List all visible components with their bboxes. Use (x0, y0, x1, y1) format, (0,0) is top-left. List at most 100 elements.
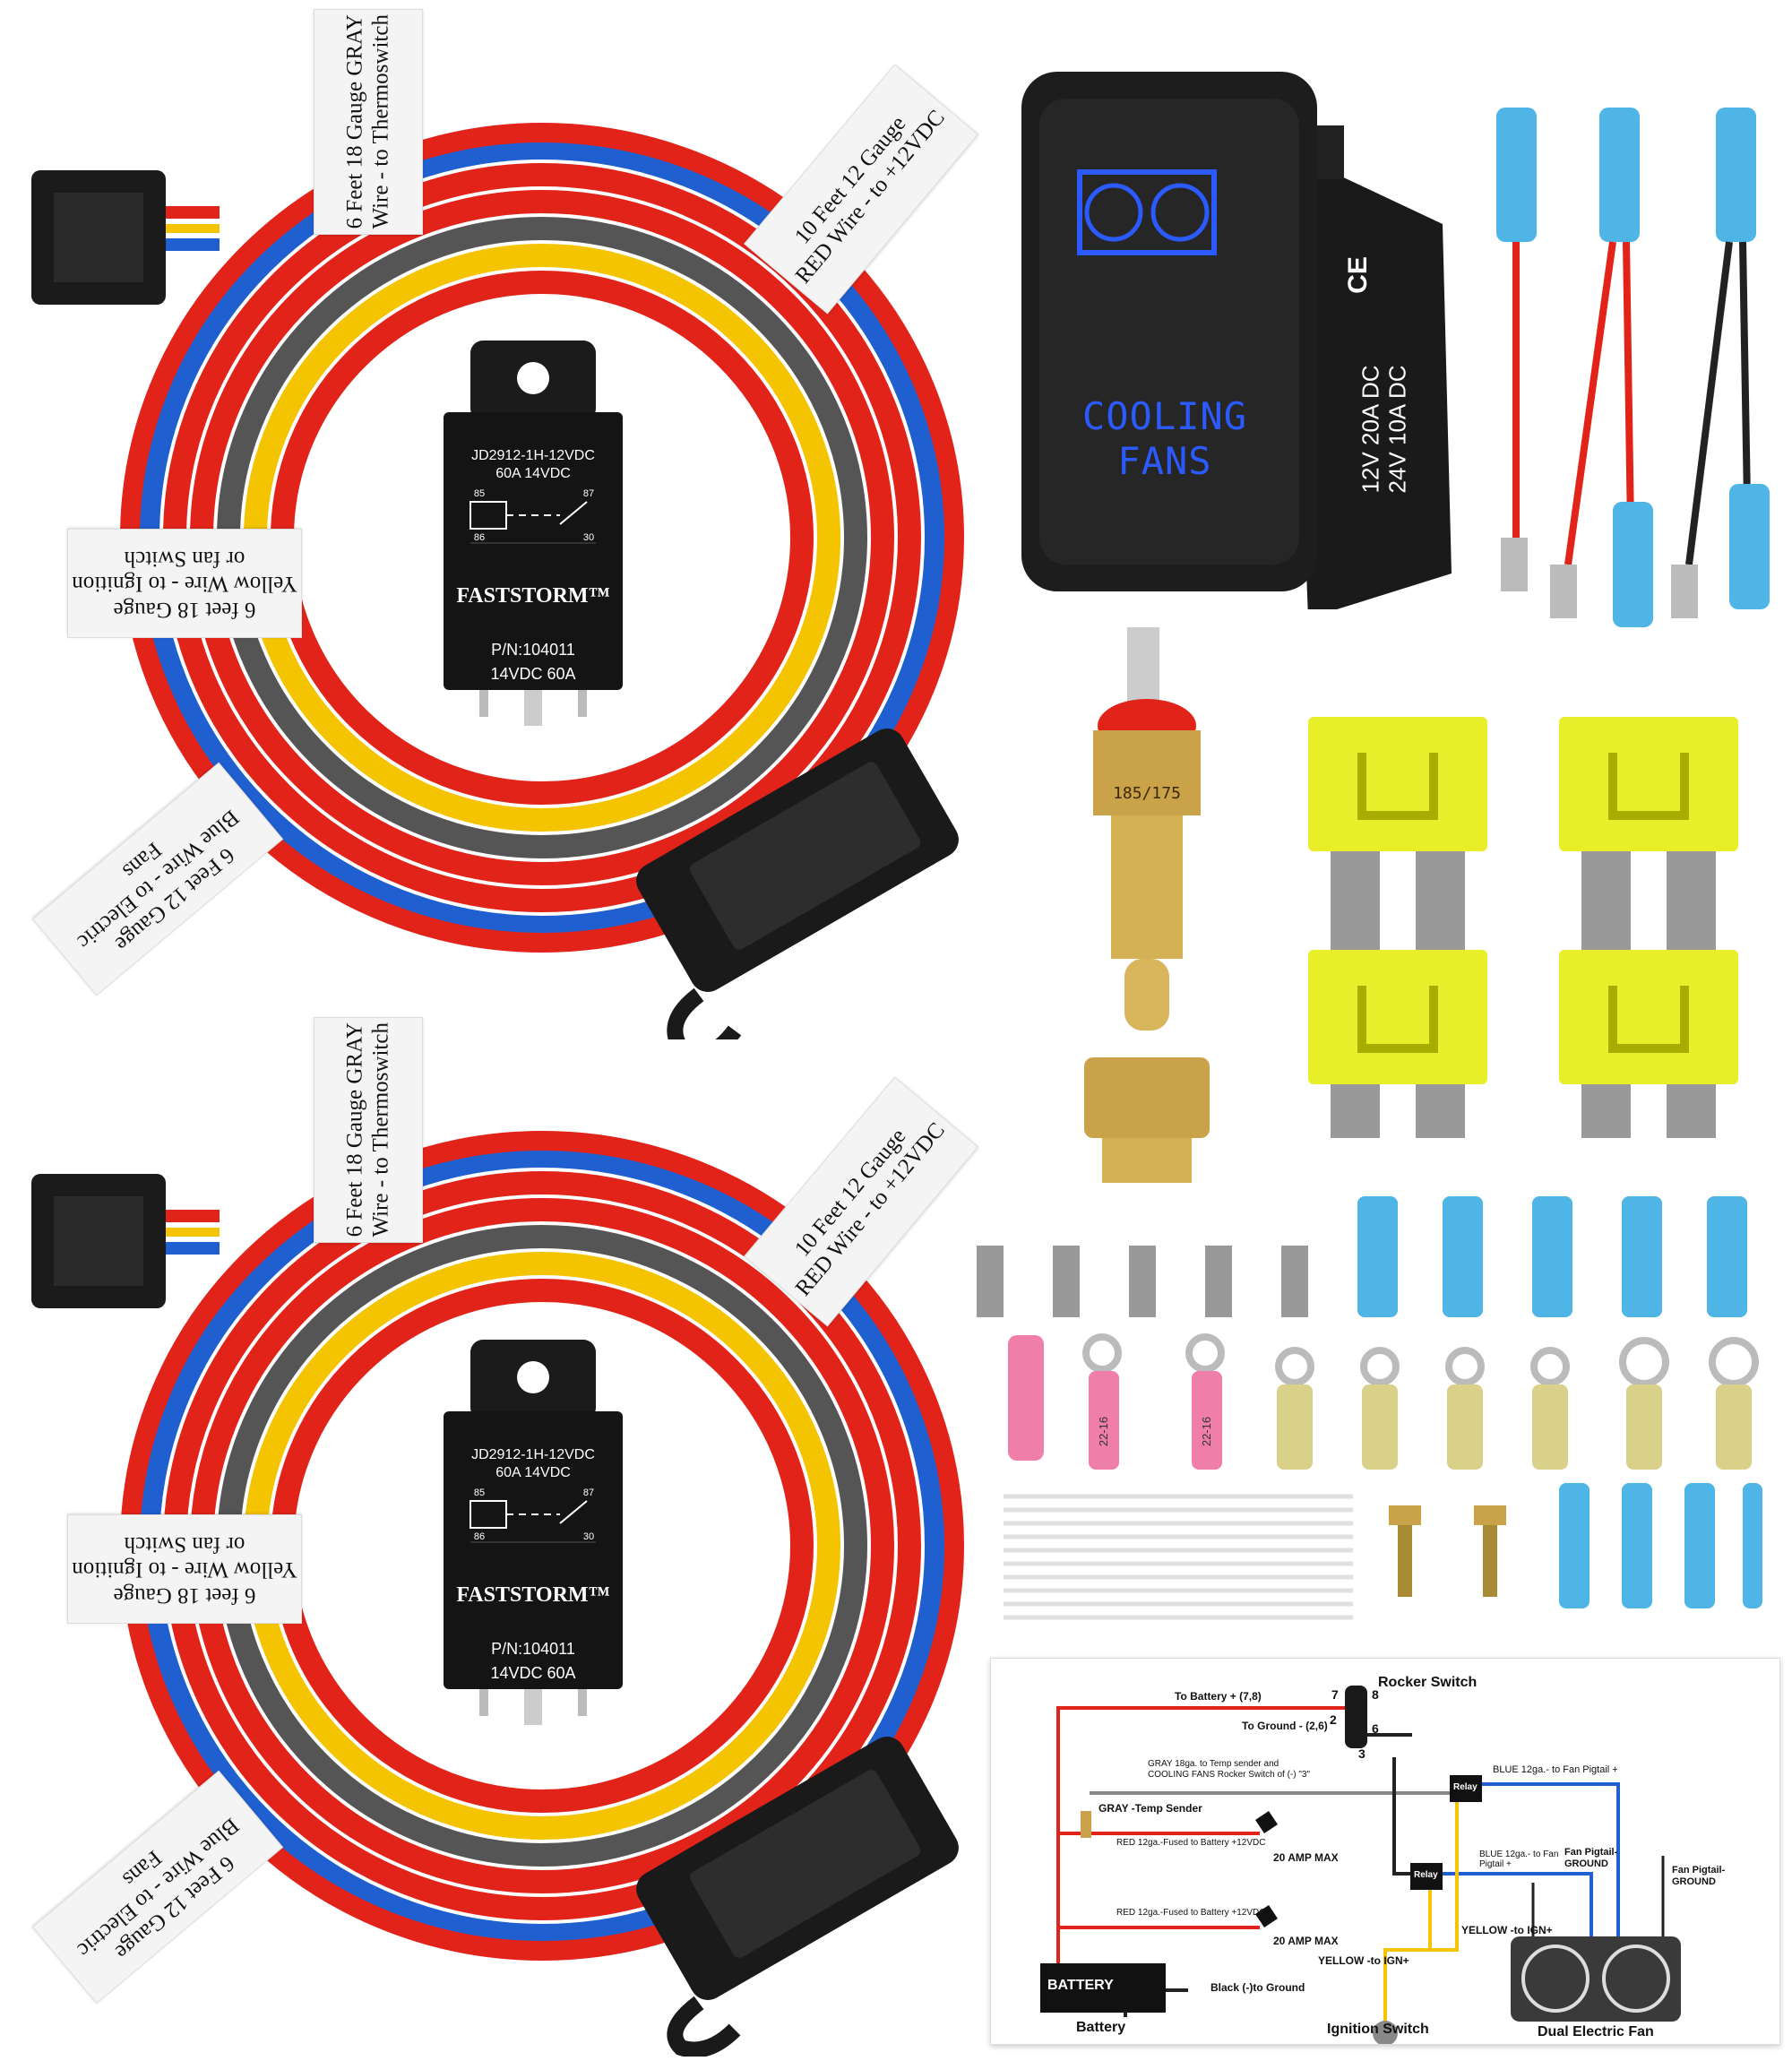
relay-model: JD2912-1H-12VDC (471, 448, 595, 463)
diagram-gray-note-1: GRAY 18ga. to Temp sender and (1148, 1759, 1279, 1769)
diagram-blue-top: BLUE 12ga.- to Fan Pigtail + (1493, 1764, 1618, 1775)
diagram-fan-ground-2b: GROUND (1672, 1876, 1716, 1887)
battery-icon (1040, 1963, 1166, 2013)
yellow-ring-terminal-icon (1275, 1337, 1759, 1470)
relay-socket-icon (31, 1174, 220, 1308)
diagram-amp-2: 20 AMP MAX (1273, 1935, 1339, 1947)
blade-fuse-icon (1559, 950, 1738, 1138)
relay-rating: 60A 14VDC (495, 1465, 571, 1480)
fuse-icon (1255, 1811, 1278, 1833)
diagram-gray-note-2: COOLING FANS Rocker Switch of (-) "3" (1148, 1770, 1311, 1780)
switch-ce-mark: CE (1342, 256, 1373, 294)
diagram-to-battery: To Battery + (7,8) (1175, 1690, 1262, 1703)
diagram-relay-1: Relay (1453, 1782, 1478, 1792)
relay-icon (1410, 1863, 1443, 1890)
diagram-red-fused-1: RED 12ga.-Fused to Battery +12VDC (1116, 1838, 1266, 1848)
pigtail-red-icon (1496, 108, 1537, 591)
diagram-pin-3: 3 (1358, 1746, 1366, 1761)
relay-pin-86: 86 (473, 1531, 486, 1542)
zip-ties-icon (1004, 1494, 1353, 1620)
temp-sender-icon (1081, 1811, 1091, 1838)
wiring-harness-1: 6 Feet 18 Gauge GRAY Wire - to Thermoswi… (18, 0, 986, 1039)
blade-fuse-icon (1308, 717, 1487, 950)
relay-pin-30: 30 (582, 1531, 595, 1542)
diagram-rocker-switch: Rocker Switch (1378, 1675, 1478, 1690)
diagram-fan-caption: Dual Electric Fan (1538, 2024, 1654, 2039)
relay-brand: FASTSTORM™ (456, 1583, 610, 1607)
rocker-switch: COOLING FANS CE 12V 20A DC 24V 10A DC (1021, 72, 1469, 609)
pink-ring-size-b: 22-16 (1200, 1416, 1214, 1447)
pink-ring-size-a: 22-16 (1097, 1416, 1111, 1447)
diagram-red-fused-2: RED 12ga.-Fused to Battery +12VDC (1116, 1908, 1266, 1918)
relay-icon (1450, 1775, 1482, 1802)
inline-fuse-holder-icon (636, 729, 959, 1039)
crimp-terminals (977, 1196, 1762, 1620)
diagram-blue-mid-2: Pigtail + (1479, 1859, 1512, 1869)
thermo-switch-temp: 185/175 (1113, 784, 1181, 803)
switch-rating-b: 24V 10A DC (1383, 365, 1411, 494)
blade-fuse-icon (1308, 950, 1487, 1138)
thermo-switch: 185/175 (1075, 627, 1219, 1183)
relay-1: JD2912-1H-12VDC 60A 14VDC 85 87 86 30 FA… (444, 341, 623, 735)
thermo-switch-icon (1084, 627, 1210, 1183)
switch-rating-a: 12V 20A DC (1357, 365, 1384, 494)
ignition-switch-icon (1373, 2021, 1398, 2044)
wiring-harness-2: 6 Feet 18 Gauge GRAY Wire - to Thermoswi… (18, 999, 986, 2057)
pink-ring-terminal-icon (1082, 1333, 1225, 1470)
relay-2: JD2912-1H-12VDC 60A 14VDC 85 87 86 30 FA… (444, 1340, 623, 1734)
relay-body-icon (444, 1340, 623, 1725)
relay-model: JD2912-1H-12VDC (471, 1447, 595, 1462)
label-gray-wire: 6 Feet 18 Gauge GRAY Wire - to Thermoswi… (314, 1017, 423, 1243)
relay-body-icon (444, 341, 623, 726)
relay-pin-30: 30 (582, 532, 595, 543)
relay-part-number: P/N:104011 (491, 641, 575, 659)
diagram-battery-caption: Battery (1076, 2020, 1126, 2035)
pigtail-double-red-icon (1550, 108, 1653, 627)
relay-spec: 14VDC 60A (490, 665, 576, 683)
diagram-pin-7: 7 (1331, 1687, 1339, 1702)
label-yellow-wire: 6 feet 18 Gauge Yellow Wire - to Ignitio… (67, 1514, 302, 1624)
relay-pin-85: 85 (473, 488, 486, 499)
diagram-fan-ground-2: Fan Pigtail- (1672, 1865, 1726, 1876)
diagram-relay-2: Relay (1414, 1870, 1438, 1880)
relay-pin-87: 87 (582, 1488, 595, 1498)
switch-label-line2: FANS (1117, 439, 1212, 483)
diagram-black-ground: Black (-)to Ground (1210, 1981, 1305, 1994)
diagram-yellow-2: YELLOW -to IGN+ (1318, 1954, 1409, 1967)
rocker-switch-icon (1345, 1686, 1367, 1748)
diagram-blue-mid-1: BLUE 12ga.- to Fan (1479, 1850, 1559, 1859)
switch-label-line1: COOLING (1081, 394, 1247, 438)
rocker-switch-body-icon (1021, 72, 1452, 609)
blade-fuses (1308, 717, 1738, 1138)
relay-pin-87: 87 (582, 488, 595, 499)
diagram-ignition-caption: Ignition Switch (1327, 2022, 1429, 2037)
label-gray-wire: 6 Feet 18 Gauge GRAY Wire - to Thermoswi… (314, 9, 423, 235)
relay-socket-icon (31, 170, 220, 305)
butt-connector-icon (1559, 1483, 1762, 1608)
diagram-amp-1: 20 AMP MAX (1273, 1851, 1339, 1864)
label-yellow-wire: 6 feet 18 Gauge Yellow Wire - to Ignitio… (67, 529, 302, 638)
fuse-icon (1255, 1905, 1278, 1927)
female-spade-terminal-icon (977, 1246, 1308, 1317)
diagram-battery-box: BATTERY (1047, 1978, 1114, 1993)
blade-fuse-icon (1559, 717, 1738, 950)
relay-rating: 60A 14VDC (495, 466, 571, 481)
pigtail-black-icon (1671, 108, 1770, 618)
diagram-pin-8: 8 (1372, 1687, 1379, 1702)
relay-spec: 14VDC 60A (490, 1664, 576, 1682)
relay-part-number: P/N:104011 (491, 1640, 575, 1658)
diagram-fan-ground-1b: GROUND (1564, 1858, 1608, 1869)
relay-pin-85: 85 (473, 1488, 486, 1498)
inline-fuse-holder-icon (636, 1737, 959, 2057)
diagram-pin-6: 6 (1372, 1721, 1379, 1736)
wiring-diagram-lines (1040, 1686, 1681, 2044)
pink-heat-shrink-terminal-icon (1008, 1335, 1044, 1461)
wiring-diagram: Rocker Switch To Battery + (7,8) 7 8 To … (990, 1658, 1780, 2045)
insulated-female-terminal-icon (1357, 1196, 1747, 1317)
fan-symbol-icon (1077, 169, 1217, 255)
diagram-yellow-1: YELLOW -to IGN+ (1461, 1924, 1553, 1936)
diagram-gray-temp: GRAY -Temp Sender (1098, 1802, 1202, 1815)
diagram-pin-2: 2 (1330, 1712, 1337, 1727)
pigtail-connectors (1496, 108, 1770, 627)
relay-brand: FASTSTORM™ (456, 584, 610, 608)
